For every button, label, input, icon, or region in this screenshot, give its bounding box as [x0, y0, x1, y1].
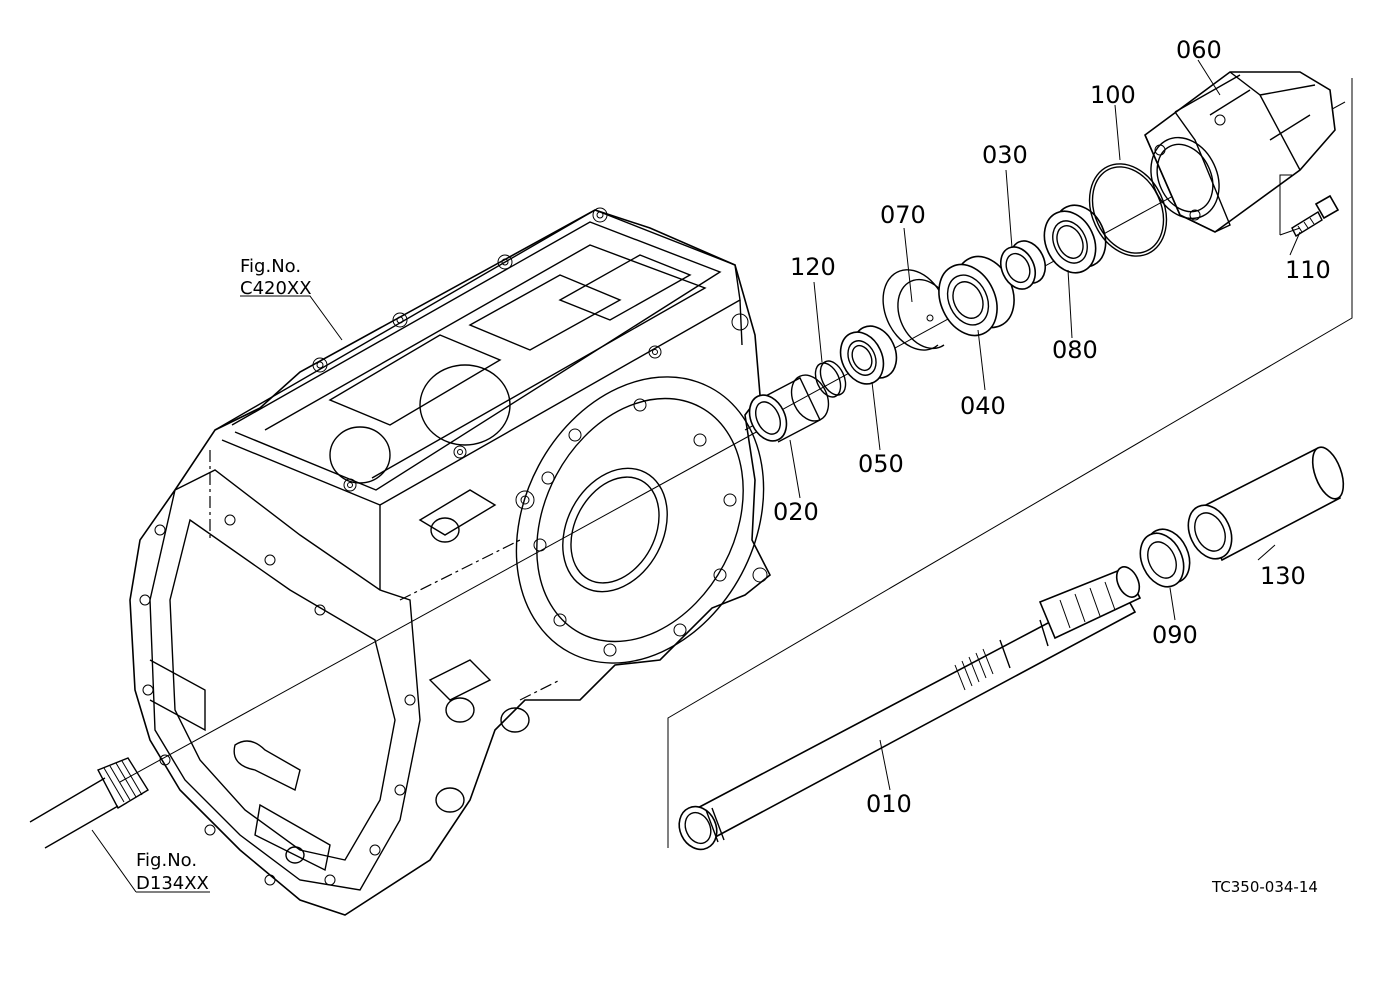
diagram-code: TC350-034-14 [1211, 878, 1318, 896]
part-030-label: 030 [982, 141, 1028, 169]
part-labels: 060 100 030 070 120 110 080 040 050 020 … [773, 36, 1331, 818]
lower-group-frame [667, 78, 1353, 848]
figure-reference-upper: Fig.No. C420XX [240, 256, 312, 299]
part-060-label: 060 [1176, 36, 1222, 64]
sleeve-130 [1187, 446, 1345, 562]
fig-ref-lower-code: D134XX [136, 873, 209, 894]
seal-ring-090 [1139, 528, 1191, 588]
part-070-label: 070 [880, 201, 926, 229]
pto-cover-060 [1144, 71, 1336, 233]
fig-ref-upper-prefix: Fig.No. [240, 256, 301, 277]
figure-reference-lower: Fig.No. D134XX [136, 850, 209, 894]
collar-030 [999, 240, 1047, 290]
ball-bearing-040 [938, 255, 1015, 337]
part-050-label: 050 [858, 450, 904, 478]
axis-line-lower [119, 429, 761, 783]
part-100-label: 100 [1090, 81, 1136, 109]
transmission-case [129, 207, 772, 916]
fig-ref-lower-prefix: Fig.No. [136, 850, 197, 871]
part-010-label: 010 [866, 790, 912, 818]
snap-ring-120 [814, 360, 847, 398]
part-090-label: 090 [1152, 621, 1198, 649]
part-040-label: 040 [960, 392, 1006, 420]
part-080-label: 080 [1052, 336, 1098, 364]
fig-ref-upper-code: C420XX [240, 278, 312, 299]
input-shaft [29, 757, 149, 849]
pto-shaft-010 [678, 566, 1142, 851]
part-120-label: 120 [790, 253, 836, 281]
part-130-label: 130 [1260, 562, 1306, 590]
needle-bearing-020 [748, 374, 830, 443]
part-110-label: 110 [1285, 256, 1331, 284]
bolt-110 [1291, 194, 1340, 237]
bearing-050 [839, 325, 898, 385]
leader-lines [91, 59, 1301, 893]
part-020-label: 020 [773, 498, 819, 526]
